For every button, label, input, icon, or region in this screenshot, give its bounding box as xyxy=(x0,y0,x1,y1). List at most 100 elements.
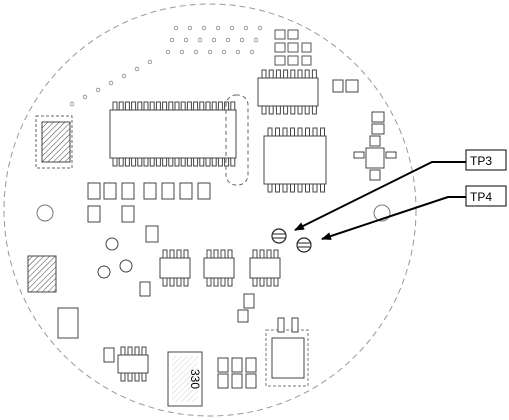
via-dot xyxy=(201,25,207,31)
callout-label-tp3: TP3 xyxy=(465,149,507,171)
pin xyxy=(141,372,147,382)
pin xyxy=(137,157,143,167)
callout-label-tp4: TP4 xyxy=(465,185,507,207)
pin xyxy=(155,101,161,111)
pin xyxy=(206,277,212,287)
pin xyxy=(169,249,175,259)
via-dot xyxy=(249,49,255,55)
pin xyxy=(217,157,223,167)
pin xyxy=(224,101,230,111)
pin xyxy=(275,69,281,79)
pin xyxy=(134,372,140,382)
pin xyxy=(168,101,174,111)
capacitor-cluster-top xyxy=(274,29,312,66)
pin xyxy=(124,157,130,167)
pin xyxy=(275,105,281,115)
pin xyxy=(227,249,233,259)
pin xyxy=(174,101,180,111)
pin xyxy=(311,69,317,79)
pin xyxy=(312,183,318,193)
pin xyxy=(120,372,126,382)
via-dot xyxy=(235,49,241,55)
via-dot xyxy=(257,25,263,31)
pin xyxy=(290,127,295,137)
via-dot xyxy=(179,49,185,55)
pin xyxy=(162,249,168,259)
pin xyxy=(180,157,186,167)
callout-text-tp3: TP3 xyxy=(470,154,492,168)
via-dot xyxy=(229,25,235,31)
pin xyxy=(120,346,126,356)
pin xyxy=(193,157,199,167)
pin xyxy=(273,249,279,259)
pin xyxy=(283,69,289,79)
pin xyxy=(259,277,265,287)
pin xyxy=(304,69,310,79)
pin xyxy=(143,157,149,167)
pin xyxy=(275,183,280,193)
pin xyxy=(304,105,310,115)
ic-large-left xyxy=(109,101,237,167)
pin xyxy=(320,183,325,193)
pin xyxy=(118,157,124,167)
pin xyxy=(162,157,168,167)
callout-lines xyxy=(294,161,466,240)
crystal xyxy=(225,94,249,186)
pin xyxy=(131,157,137,167)
via-dot xyxy=(221,49,227,55)
pin xyxy=(267,127,273,137)
callout-line-tp3 xyxy=(294,161,466,231)
via-dot xyxy=(183,37,189,43)
pin xyxy=(149,157,155,167)
pin xyxy=(127,346,133,356)
via-dot xyxy=(197,37,203,43)
pin xyxy=(311,105,317,115)
pin xyxy=(230,101,236,111)
pin xyxy=(183,277,189,287)
pin xyxy=(261,69,267,79)
via-dot xyxy=(239,37,245,43)
pin xyxy=(290,69,296,79)
pin xyxy=(112,101,118,111)
ic-bottom xyxy=(103,346,149,382)
via-dot xyxy=(169,37,175,43)
via-dot xyxy=(187,25,193,31)
via-dot xyxy=(215,25,221,31)
pin xyxy=(224,157,230,167)
via-dot xyxy=(207,49,213,55)
pin xyxy=(141,346,147,356)
pin xyxy=(220,249,226,259)
pin xyxy=(305,183,310,193)
via-dot xyxy=(211,37,217,43)
pin xyxy=(180,101,186,111)
pin xyxy=(169,277,175,287)
pin xyxy=(176,277,182,287)
via-dot xyxy=(225,37,231,43)
pin xyxy=(211,101,217,111)
via-dot xyxy=(108,80,114,86)
pin xyxy=(252,277,258,287)
switch-component xyxy=(265,317,309,387)
via-dot xyxy=(147,59,153,65)
pin xyxy=(176,249,182,259)
via-dot xyxy=(82,94,88,100)
pin xyxy=(297,127,303,137)
via-dot xyxy=(165,49,171,55)
pin xyxy=(186,157,192,167)
pin xyxy=(199,101,205,111)
pin xyxy=(183,249,189,259)
test-point-tp3 xyxy=(271,228,287,244)
pin xyxy=(206,249,212,259)
via-dot xyxy=(193,49,199,55)
pin xyxy=(275,127,280,137)
pin xyxy=(297,183,303,193)
pin xyxy=(205,101,211,111)
pin xyxy=(266,277,272,287)
pin xyxy=(290,183,295,193)
capacitor-row-bottom xyxy=(217,357,257,389)
board-outline xyxy=(3,3,417,417)
pin xyxy=(137,101,143,111)
pin xyxy=(312,127,318,137)
pin xyxy=(213,249,219,259)
